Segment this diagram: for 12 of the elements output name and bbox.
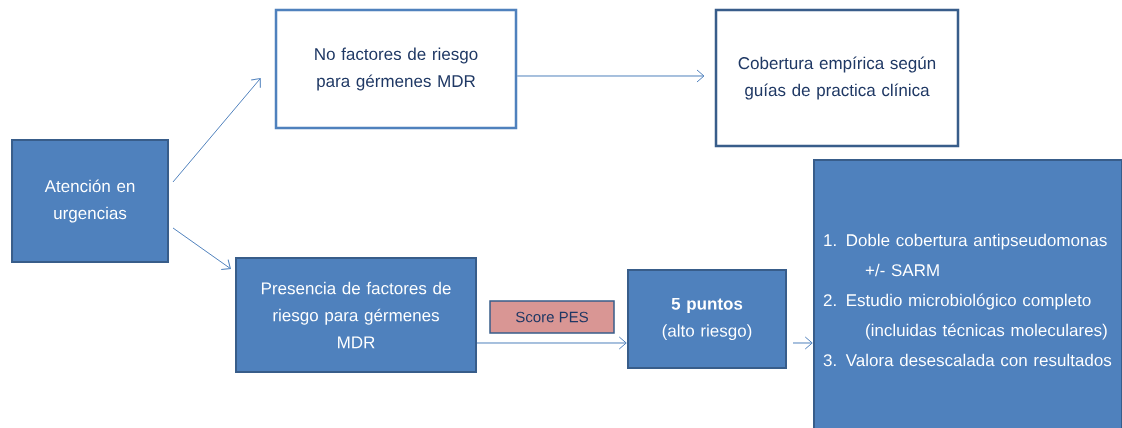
arrow: [792, 336, 813, 350]
process-box: Atención en urgencias: [11, 139, 169, 263]
arrow: [172, 227, 231, 270]
arrow: [516, 69, 705, 83]
process-box: Cobertura empírica según guías de practica clínica: [714, 8, 960, 148]
process-box: No factores de riesgo para gérmenes MDR: [274, 8, 518, 130]
arrow: [172, 78, 261, 183]
process-box: Presencia de factores de riesgo para gérmenes MDR: [235, 257, 477, 373]
process-box: 1. Doble cobertura antipseudomonas +/- SARM 2. Estudio microbiológico completo (incluidas técnicas moleculares) 3. Valora desescalada con resultados: [813, 159, 1122, 428]
edge-label: Score PES: [489, 300, 615, 334]
arrow: [476, 336, 627, 350]
process-box: 5 puntos (alto riesgo): [627, 269, 787, 369]
